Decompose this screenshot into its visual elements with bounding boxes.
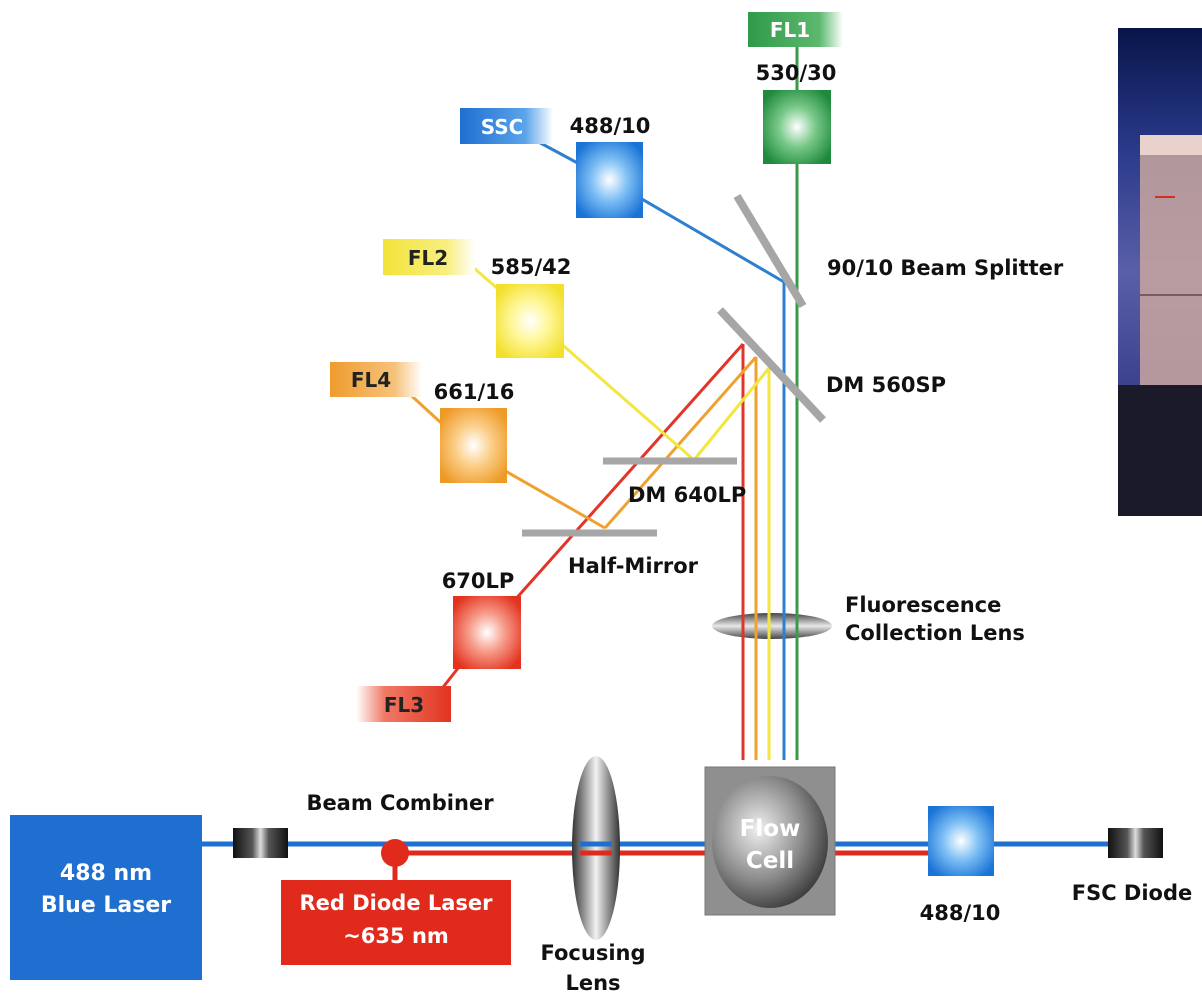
dm560sp-mirror bbox=[720, 310, 823, 420]
blue-laser-label-line2: Blue Laser bbox=[41, 893, 171, 918]
flow-cell-label-line1: Flow bbox=[740, 816, 801, 842]
fl3-label: FL3 bbox=[384, 693, 424, 717]
half-mirror-label: Half-Mirror bbox=[568, 554, 699, 578]
dm560sp-label: DM 560SP bbox=[826, 373, 946, 397]
ssc-filter-label: 488/10 bbox=[570, 114, 651, 138]
tag-fl1: FL1 bbox=[748, 12, 843, 47]
fcl-label-line1: Fluorescence bbox=[845, 593, 1001, 617]
beam-combiner bbox=[381, 839, 409, 880]
fl4-label: FL4 bbox=[351, 368, 391, 392]
filter-box-fl3 bbox=[453, 596, 521, 669]
beam-splitter-label: 90/10 Beam Splitter bbox=[827, 256, 1064, 280]
fl2-label: FL2 bbox=[408, 246, 448, 270]
instrument-photo bbox=[1118, 28, 1202, 516]
fl4-filter-label: 661/16 bbox=[434, 380, 515, 404]
fl3-filter-label: 670LP bbox=[442, 569, 515, 593]
flow-cell: Flow Cell bbox=[705, 767, 835, 915]
red-laser-label-line2: ~635 nm bbox=[343, 924, 449, 948]
focusing-lens bbox=[572, 756, 620, 940]
filter-box-fl4 bbox=[440, 408, 507, 483]
blue-laser: 488 nm Blue Laser bbox=[10, 815, 202, 980]
fluorescence-collection-lens bbox=[712, 612, 832, 640]
focusing-lens-label-line2: Lens bbox=[565, 971, 620, 995]
fl1-filter-label: 530/30 bbox=[756, 61, 837, 85]
fcl-label-line2: Collection Lens bbox=[845, 621, 1025, 645]
fsc-diode bbox=[1108, 828, 1163, 858]
focusing-lens-label-line1: Focusing bbox=[541, 941, 646, 965]
beam-splitter-mirror bbox=[737, 196, 803, 306]
beam-combiner-label: Beam Combiner bbox=[306, 791, 494, 815]
blue-laser-label-line1: 488 nm bbox=[60, 861, 152, 886]
tag-ssc: SSC bbox=[460, 108, 553, 144]
shutter-left bbox=[233, 828, 288, 858]
dm640lp-label: DM 640LP bbox=[628, 483, 746, 507]
tag-fl4: FL4 bbox=[330, 362, 422, 397]
filter-box-fl2 bbox=[496, 284, 564, 358]
fl1-label: FL1 bbox=[770, 18, 810, 42]
filter-box-fsc bbox=[928, 806, 994, 876]
fl2-filter-label: 585/42 bbox=[491, 255, 572, 279]
filter-box-ssc bbox=[576, 142, 643, 218]
red-laser-label-line1: Red Diode Laser bbox=[299, 891, 493, 915]
fsc-diode-label: FSC Diode bbox=[1072, 881, 1193, 905]
filter-box-fl1 bbox=[763, 90, 831, 164]
fsc-filter-label: 488/10 bbox=[920, 901, 1001, 925]
flow-cell-label-line2: Cell bbox=[746, 848, 794, 874]
tag-fl2: FL2 bbox=[383, 239, 475, 275]
ssc-label: SSC bbox=[481, 115, 524, 139]
tag-fl3: FL3 bbox=[356, 686, 451, 722]
red-diode-laser: Red Diode Laser ~635 nm bbox=[281, 880, 511, 965]
